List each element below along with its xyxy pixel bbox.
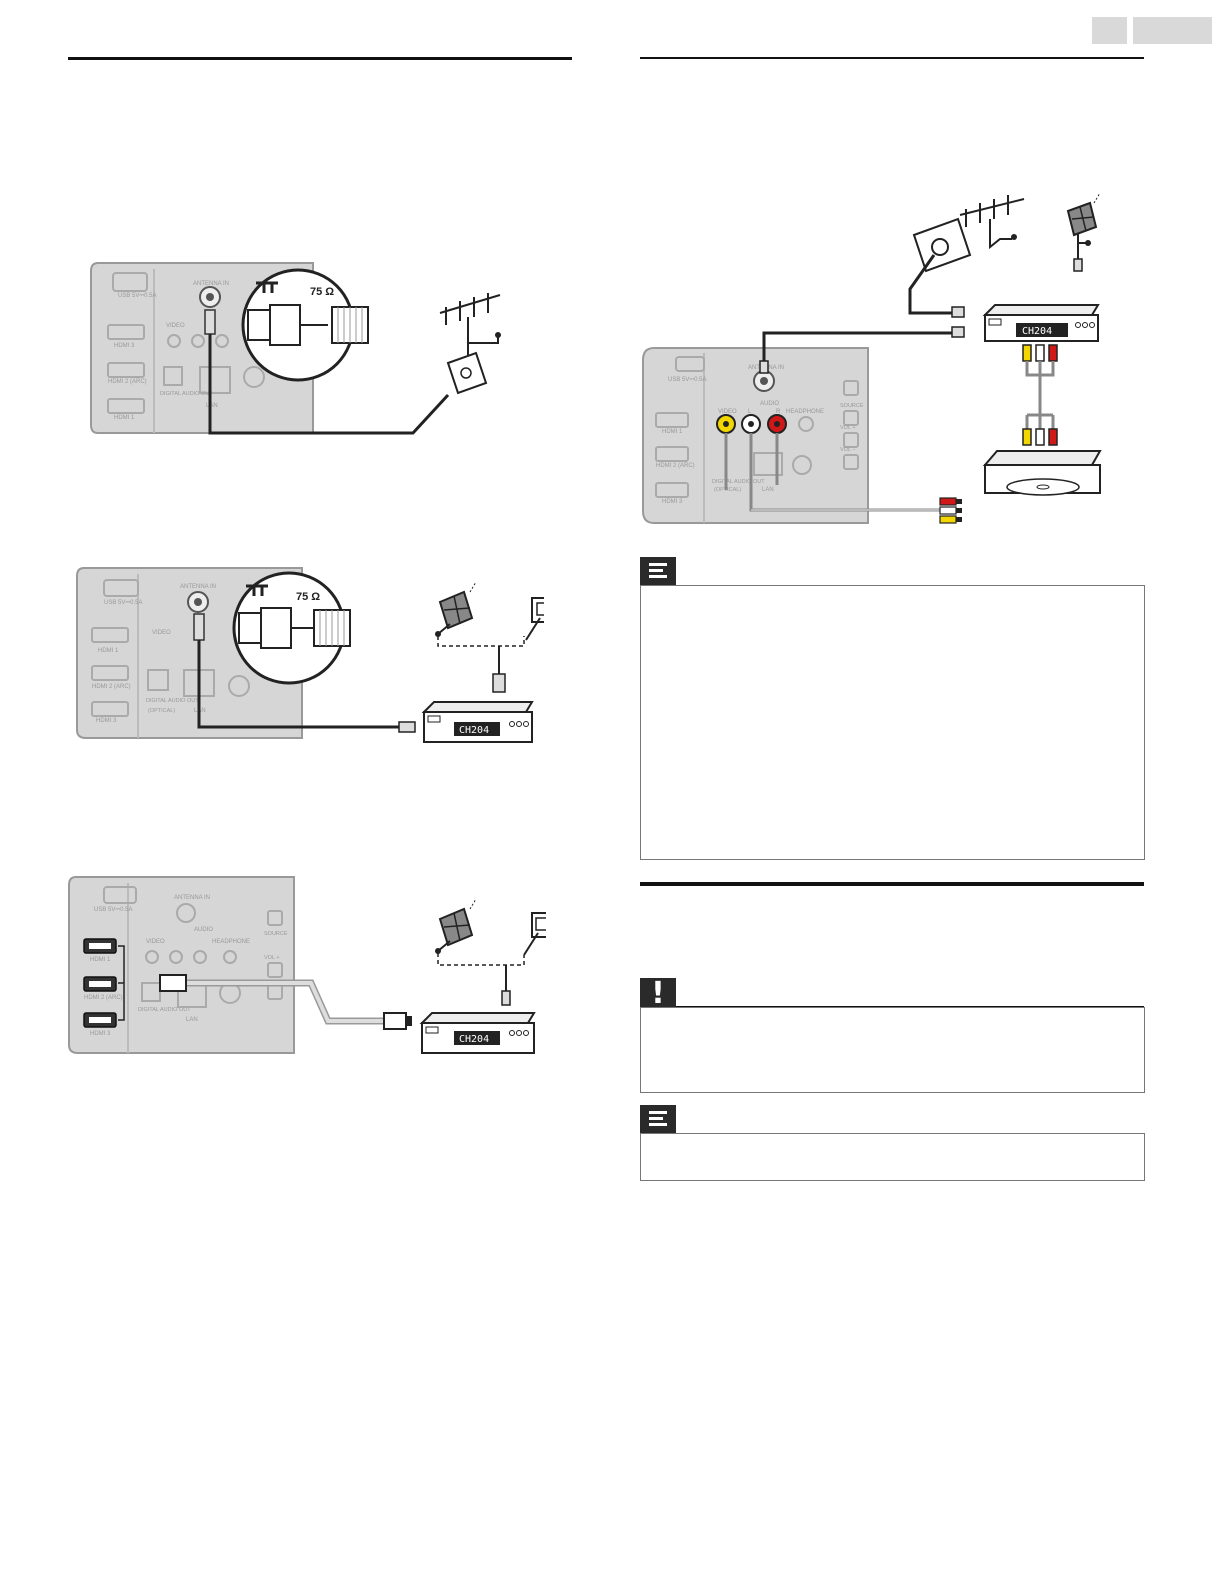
- antenna-icon-4: [959, 195, 1025, 250]
- set-top-box-3: CH204: [419, 1012, 536, 1054]
- usb-label-4: USB 5V⎓0.5A: [668, 377, 706, 383]
- video-label-3: VIDEO: [146, 939, 165, 945]
- note-icon-2: [640, 1105, 676, 1133]
- video-label-2: VIDEO: [152, 630, 171, 636]
- right-section-rule: [640, 57, 1144, 59]
- wall-outlet-icon-3: [523, 912, 546, 956]
- page-tab-small: [1092, 17, 1127, 44]
- satellite-dish-icon-4: [1066, 192, 1101, 272]
- digital-audio-label-2: DIGITAL AUDIO OUT: [146, 698, 199, 704]
- usb-label-3: USB 5V⎓0.5A: [94, 907, 132, 913]
- audio-l-label-4: L: [748, 409, 752, 415]
- usb-label-2: USB 5V⎓0.5A: [104, 600, 142, 606]
- hdmi1-label: HDMI 1: [114, 415, 135, 421]
- usb-label: USB 5V⎓0.5A: [118, 293, 156, 299]
- caution-box: [640, 1007, 1145, 1093]
- hdmi1-label-3: HDMI 1: [90, 957, 111, 963]
- lan-label-4: LAN: [762, 487, 774, 493]
- video-label-4: VIDEO: [718, 409, 737, 415]
- impedance-label-2: 75 Ω: [296, 591, 320, 603]
- hdmi1-label-4: HDMI 1: [662, 429, 683, 435]
- lan-label: LAN: [206, 403, 218, 409]
- set-top-box-4: CH204: [982, 304, 1100, 342]
- satellite-dish-icon: [435, 581, 477, 637]
- hdmi2-label-2: HDMI 2 (ARC): [92, 684, 131, 690]
- note-icon: [640, 557, 676, 585]
- set-top-box-display-4: CH204: [1022, 326, 1052, 337]
- hdmi3-label: HDMI 3: [114, 343, 135, 349]
- impedance-label: 75 Ω: [310, 286, 334, 298]
- hdmi3-label-2: HDMI 3: [96, 718, 117, 724]
- headphone-label-3: HEADPHONE: [212, 939, 250, 945]
- video-label: VIDEO: [166, 323, 185, 329]
- left-section-rule: [68, 57, 572, 60]
- right-section-rule-2: [640, 882, 1144, 886]
- vol-minus-label-4: VOL −: [840, 447, 856, 453]
- source-label-3: SOURCE: [264, 931, 288, 937]
- audio-r-label-4: R: [776, 409, 781, 415]
- digital-audio-label-4: DIGITAL AUDIO OUT: [712, 479, 765, 485]
- diagram-settop-rf-connection: USB 5V⎓0.5A HDMI 1 HDMI 2 (ARC) HDMI 3 A…: [76, 567, 544, 743]
- optical-label-2: (OPTICAL): [148, 708, 175, 714]
- set-top-box-display: CH204: [459, 725, 489, 736]
- hdmi1-label-2: HDMI 1: [98, 648, 119, 654]
- wall-outlet-icon-2: [525, 597, 544, 641]
- caution-icon: !: [640, 978, 676, 1010]
- note-box-1: [640, 585, 1145, 860]
- headphone-label-4: HEADPHONE: [786, 409, 824, 415]
- diagram-antenna-connection: USB 5V⎓0.5A HDMI 3 HDMI 2 (ARC) HDMI 1 A…: [90, 262, 501, 435]
- wall-outlet-icon-4: [908, 217, 972, 318]
- note-box-2: [640, 1133, 1145, 1181]
- digital-audio-label: DIGITAL AUDIO OUT: [160, 391, 213, 397]
- diagram-settop-hdmi-connection: USB 5V⎓0.5A ANTENNA IN HDMI 1 HDMI 2 (AR…: [68, 876, 546, 1054]
- antenna-icon: [439, 293, 501, 355]
- optical-label-4: (OPTICAL): [714, 487, 741, 493]
- lan-label-3: LAN: [186, 1017, 198, 1023]
- hdmi3-label-3: HDMI 3: [90, 1031, 111, 1037]
- vol-plus-label-3: VOL +: [264, 955, 280, 961]
- satellite-dish-icon-3: [435, 898, 477, 954]
- page-tab-large: [1133, 17, 1212, 44]
- hdmi2-label-4: HDMI 2 (ARC): [656, 463, 695, 469]
- audio-label-3: AUDIO: [194, 927, 213, 933]
- diagram-composite-connection: USB 5V⎓0.5A HDMI 1 HDMI 2 (ARC) HDMI 3 A…: [642, 192, 1102, 524]
- set-top-box-display-3: CH204: [459, 1034, 489, 1045]
- set-top-box: CH204: [421, 701, 534, 743]
- hdmi3-label-4: HDMI 3: [662, 499, 683, 505]
- hdmi2-label: HDMI 2 (ARC): [108, 379, 147, 385]
- digital-audio-label-3: DIGITAL AUDIO OUT: [138, 1007, 191, 1013]
- antenna-in-label: ANTENNA IN: [193, 281, 229, 287]
- hdmi2-label-3: HDMI 2 (ARC): [84, 995, 123, 1001]
- source-label-4: SOURCE: [840, 403, 864, 409]
- audio-label-4: AUDIO: [760, 401, 779, 407]
- antenna-in-label-2: ANTENNA IN: [180, 584, 216, 590]
- wall-outlet-icon: [446, 351, 488, 395]
- vol-plus-label-4: VOL +: [840, 425, 856, 431]
- dvd-recorder-icon: [982, 450, 1102, 496]
- antenna-in-label-3: ANTENNA IN: [174, 895, 210, 901]
